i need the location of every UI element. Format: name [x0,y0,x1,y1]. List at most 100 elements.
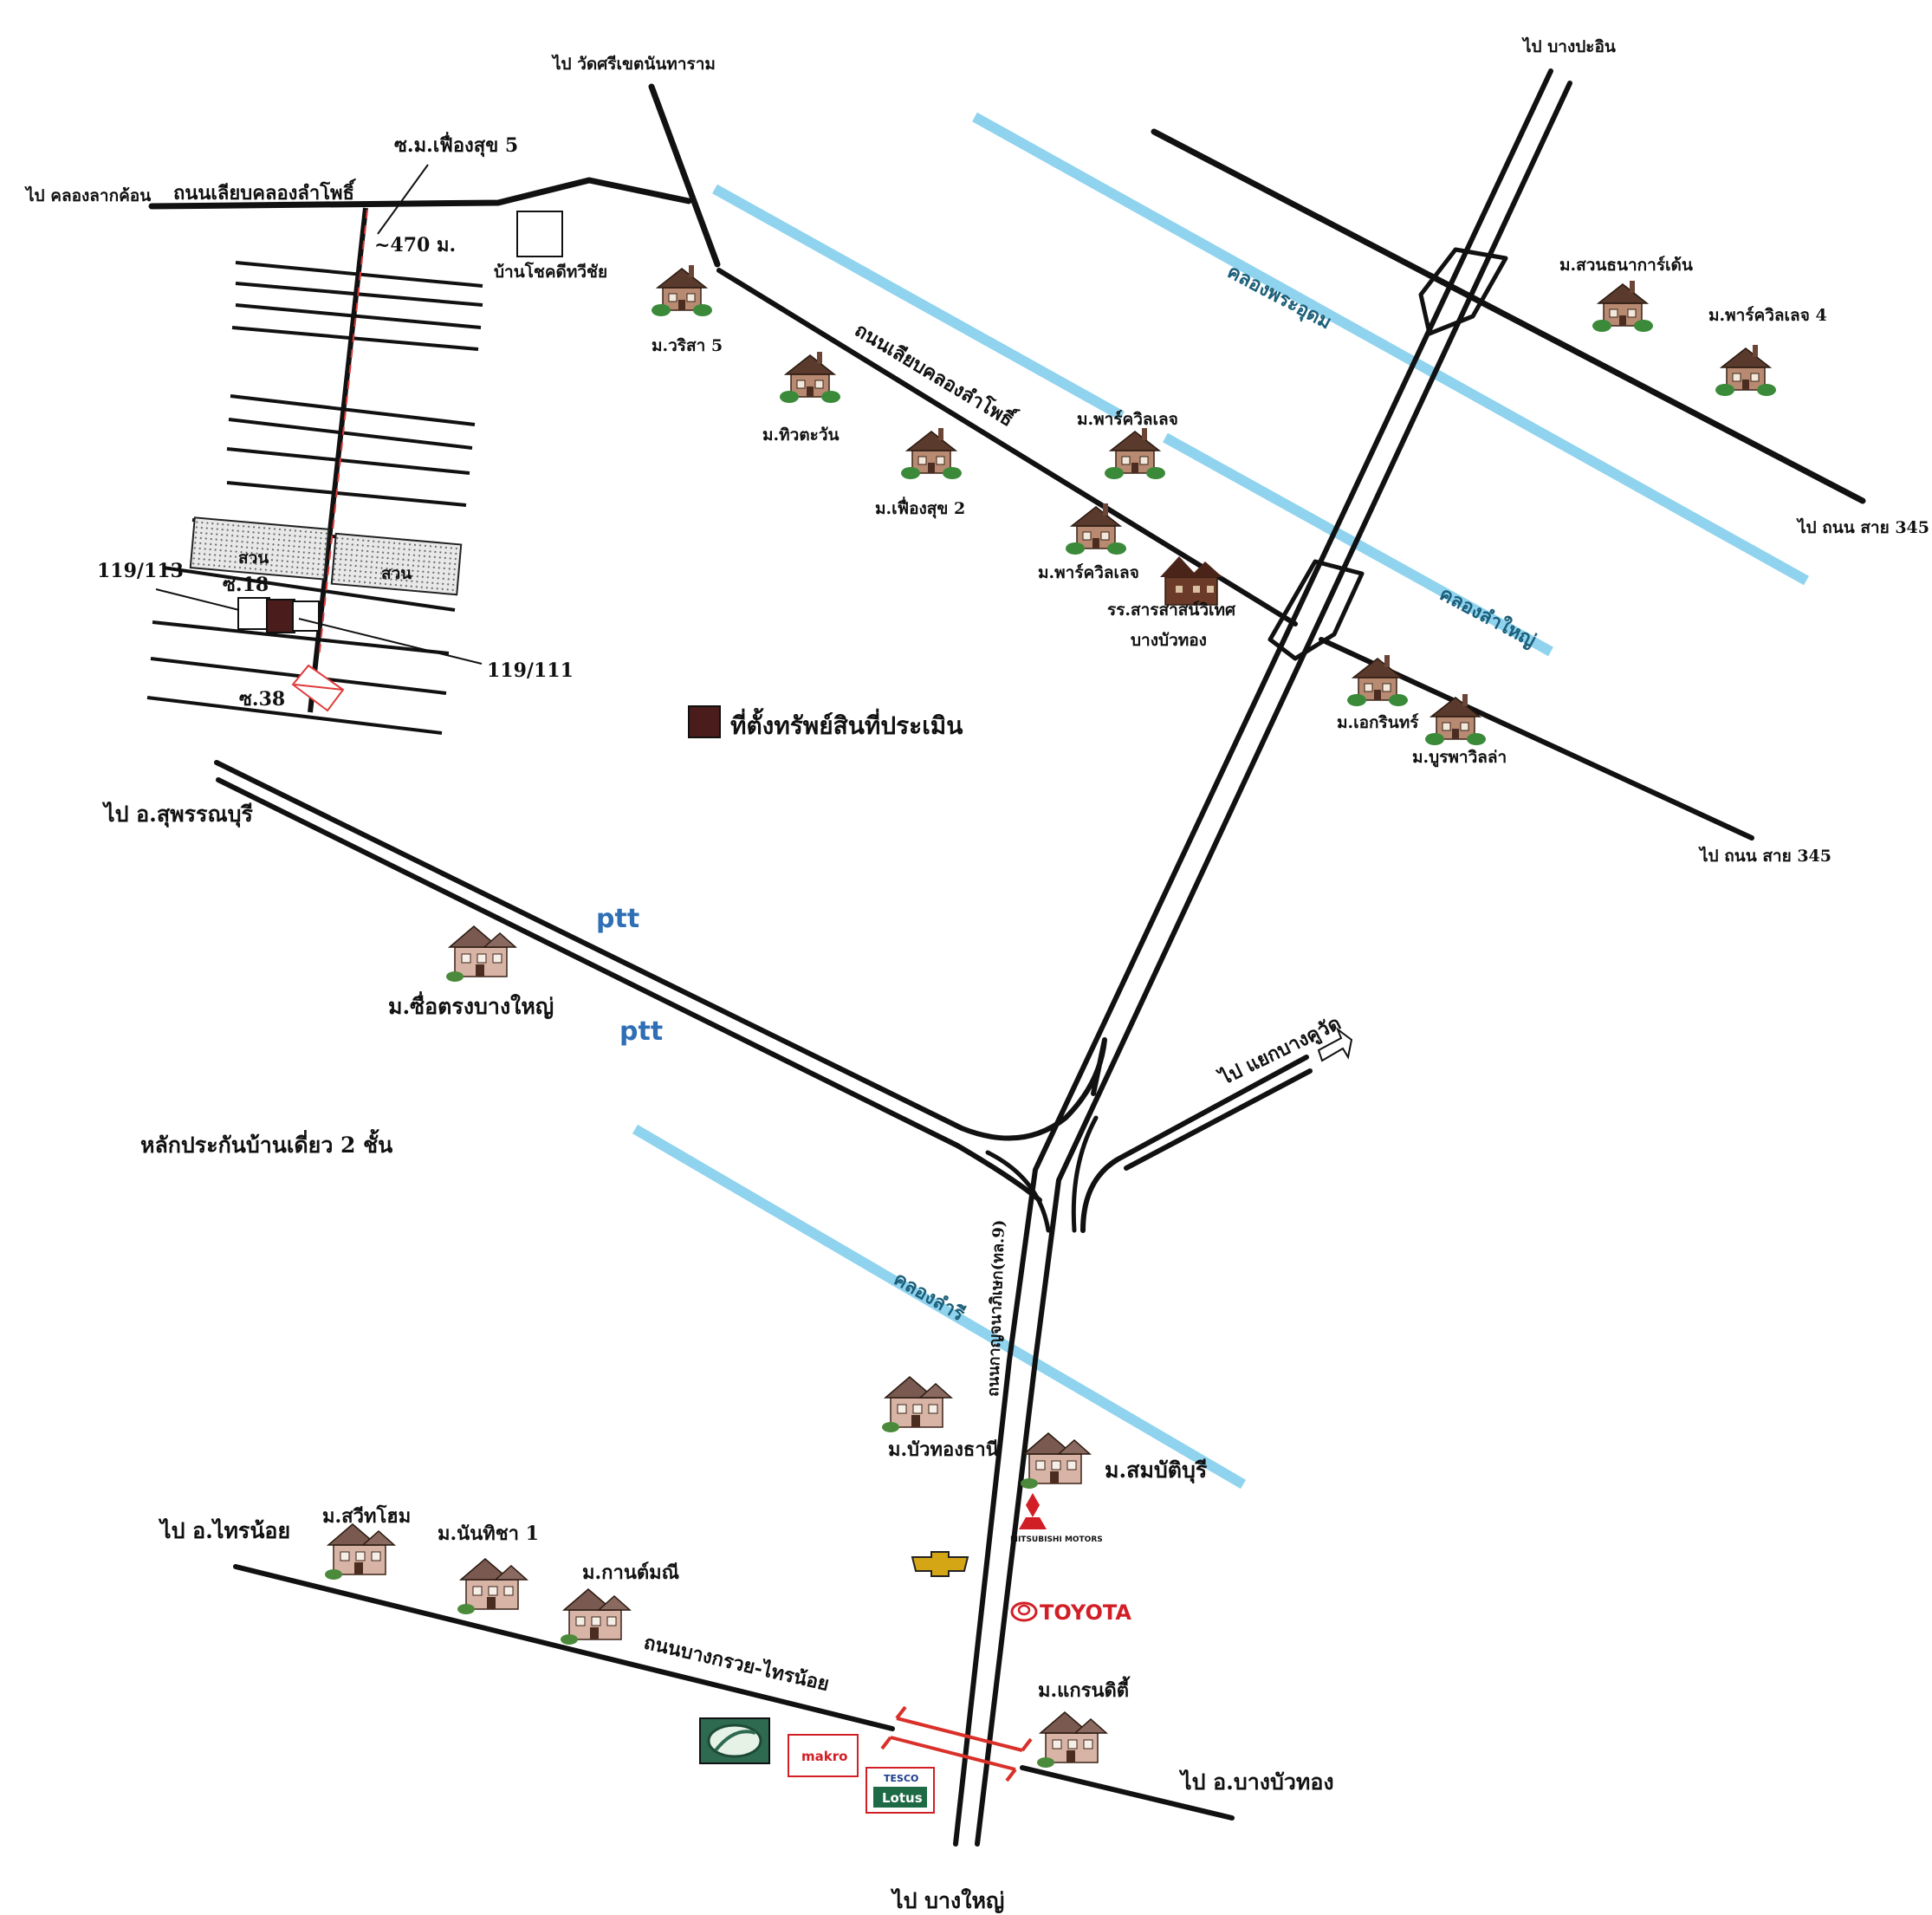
mitsubishi-text: MITSUBISHI MOTORS [1010,1535,1103,1544]
tesco-lotus-logo: TESCO Lotus [866,1767,935,1814]
road-wat-sri [648,83,721,268]
ban-chok-marker [516,211,563,257]
road-bang-kruai [233,1564,895,1731]
school-label-2: บางบัวทอง [1131,631,1207,650]
arrow-bang-kuwat [1317,1027,1353,1062]
canal-phra-udom-label: คลองพระอุดม [1223,261,1335,334]
village-worisa: ม.วริสา 5 [652,336,723,355]
interchange-upper [1418,247,1508,336]
legend-label: ที่ตั้งทรัพย์สินที่ประเมิน [730,707,963,740]
soi5-label: ซ.ม.เฟื่องสุข 5 [394,131,518,158]
canal-lam-ri-label: คลองลำรี [890,1269,968,1327]
road-bang-kruai-east [1020,1765,1235,1821]
makro-logo: makro [788,1734,859,1777]
village-kanmanee: ม.กานต์มณี [582,1561,679,1584]
canal-upper-2 [712,184,1125,421]
house-icon [1592,280,1654,333]
dir-bang-pa-in: ไป บางปะอิน [1521,36,1616,56]
dir-bang-yai: ไป บางใหญ่ [890,1887,1004,1913]
house-icon [1020,1432,1091,1490]
canal-lam-ri [632,1124,1247,1490]
toyota-text: TOYOTA [1040,1600,1131,1625]
village-burapha: ม.บูรพาวิลล่า [1412,748,1507,768]
dir-bang-bua-thong: ไป อ.บางบัวทอง [1178,1769,1334,1795]
road-lam-pho-top-label: ถนนเลียบคลองลำโพธิ์ [173,179,356,204]
house-icon [881,1376,952,1433]
canal-yai-label: คลองลำใหญ่ [1436,581,1540,652]
road-bang-kruai-label: ถนนบางกรวย-ไทรน้อย [642,1631,832,1696]
village-suetrong: ม.ซื่อตรงบางใหญ่ [388,991,554,1019]
dir-wat-sri: ไป วัดศรีเขตนันทาราม [551,54,716,74]
plot-113 [237,597,270,630]
village-grandi: ม.แกรนดิตี้ [1038,1676,1131,1702]
house-icon [445,925,516,983]
dir-suphanburi: ไป อ.สุพรรณบุรี [101,801,254,828]
village-bua-thong-thani: ม.บัวทองธานี [888,1438,999,1461]
house-icon [1065,503,1127,555]
distance-label: ~470 ม. [374,234,456,256]
plot-111-label: 119/111 [487,659,574,682]
ptt-logo-1: ptt [596,904,639,934]
village-icons [324,264,1777,1769]
house-icon [779,351,841,404]
road-suphanburi-a [214,760,1107,1141]
inset-area: สวน สวน ซ.ม.เฟื่องสุข 5 ~470 ม. บ้านโชคด… [97,131,692,735]
canal-upper-3 [1163,432,1553,657]
toyota-logo: TOYOTA [1010,1600,1131,1625]
dir-sai-noi: ไป อ.ไทรน้อย [158,1517,290,1543]
house-icon [1036,1711,1107,1769]
road-345-upper [1151,128,1866,504]
road-lam-pho-top [148,177,692,210]
house-icon [560,1588,631,1646]
interchange-lower [1267,559,1365,661]
plot-111 [292,600,320,632]
house-icon [1346,654,1409,707]
ptt-logo-2: ptt [619,1016,663,1047]
school-icon [1160,556,1222,606]
makro-text: makro [801,1749,847,1764]
field-2 [330,532,463,596]
road-lam-pho-diag [716,268,1298,626]
dir-road-345-b: ไป ถนน สาย 345 [1698,846,1832,866]
flyover [880,1705,1033,1782]
road-bang-kuwat-b [1124,1068,1313,1171]
house-icon [324,1523,395,1581]
ban-chok-label: บ้านโชคดีทวีชัย [494,262,607,282]
village-park-4: ม.พาร์ควิลเลจ 4 [1708,306,1827,325]
road-kanchanaphisek-label: ถนนกาญจนาภิเษก(ทล.9) [984,1219,1008,1397]
collateral-note: หลักประกันบ้านเดี่ยว 2 ชั้น [140,1128,392,1158]
dir-road-345-a: ไป ถนน สาย 345 [1796,517,1929,537]
plot-113-label: 119/113 [97,560,184,582]
soi38-label: ซ.38 [239,688,285,711]
village-nanthicha: ม.นันทิชา 1 [438,1522,539,1545]
field-1-label: สวน [238,549,269,568]
school-label-1: รร.สารสาสน์วิเทศ [1107,600,1236,620]
soi18-label: ซ.18 [223,574,269,596]
house-icon [900,427,963,480]
village-thitawan: ม.ทิวตะวัน [762,425,840,445]
bigc-logo [699,1717,770,1764]
house-icon [651,264,713,317]
road-kanchanaphisek-east [975,81,1572,1847]
inset-main-soi [308,207,368,713]
village-sweet-home: ม.สวีทโฮม [322,1504,411,1528]
house-icon [457,1558,528,1615]
road-lam-pho-diag-label: ถนนเลียบคลองลำโพธิ์ [851,315,1021,432]
village-suan-thanakorn: ม.สวนธนาการ์เด้น [1559,256,1693,275]
road-suphanburi-b [216,777,1042,1203]
canal-phra-udom [972,112,1809,586]
village-ekarin: ม.เอกรินทร์ [1337,713,1419,732]
village-sombat-buri: ม.สมบัติบุรี [1105,1457,1208,1484]
legend-swatch [688,705,721,738]
mitsubishi-logo: MITSUBISHI MOTORS [1010,1493,1103,1544]
ramp-south [985,1115,1099,1233]
chevrolet-logo [911,1551,969,1577]
house-icon [1424,693,1487,746]
house-icon [1104,427,1166,480]
subject-plot [266,599,295,633]
village-fueangsuk: ม.เฟื่องสุข 2 [875,497,965,519]
canals [632,112,1809,1490]
field-1 [189,516,330,581]
village-park-2: ม.พาร์ควิลเลจ [1038,563,1139,582]
